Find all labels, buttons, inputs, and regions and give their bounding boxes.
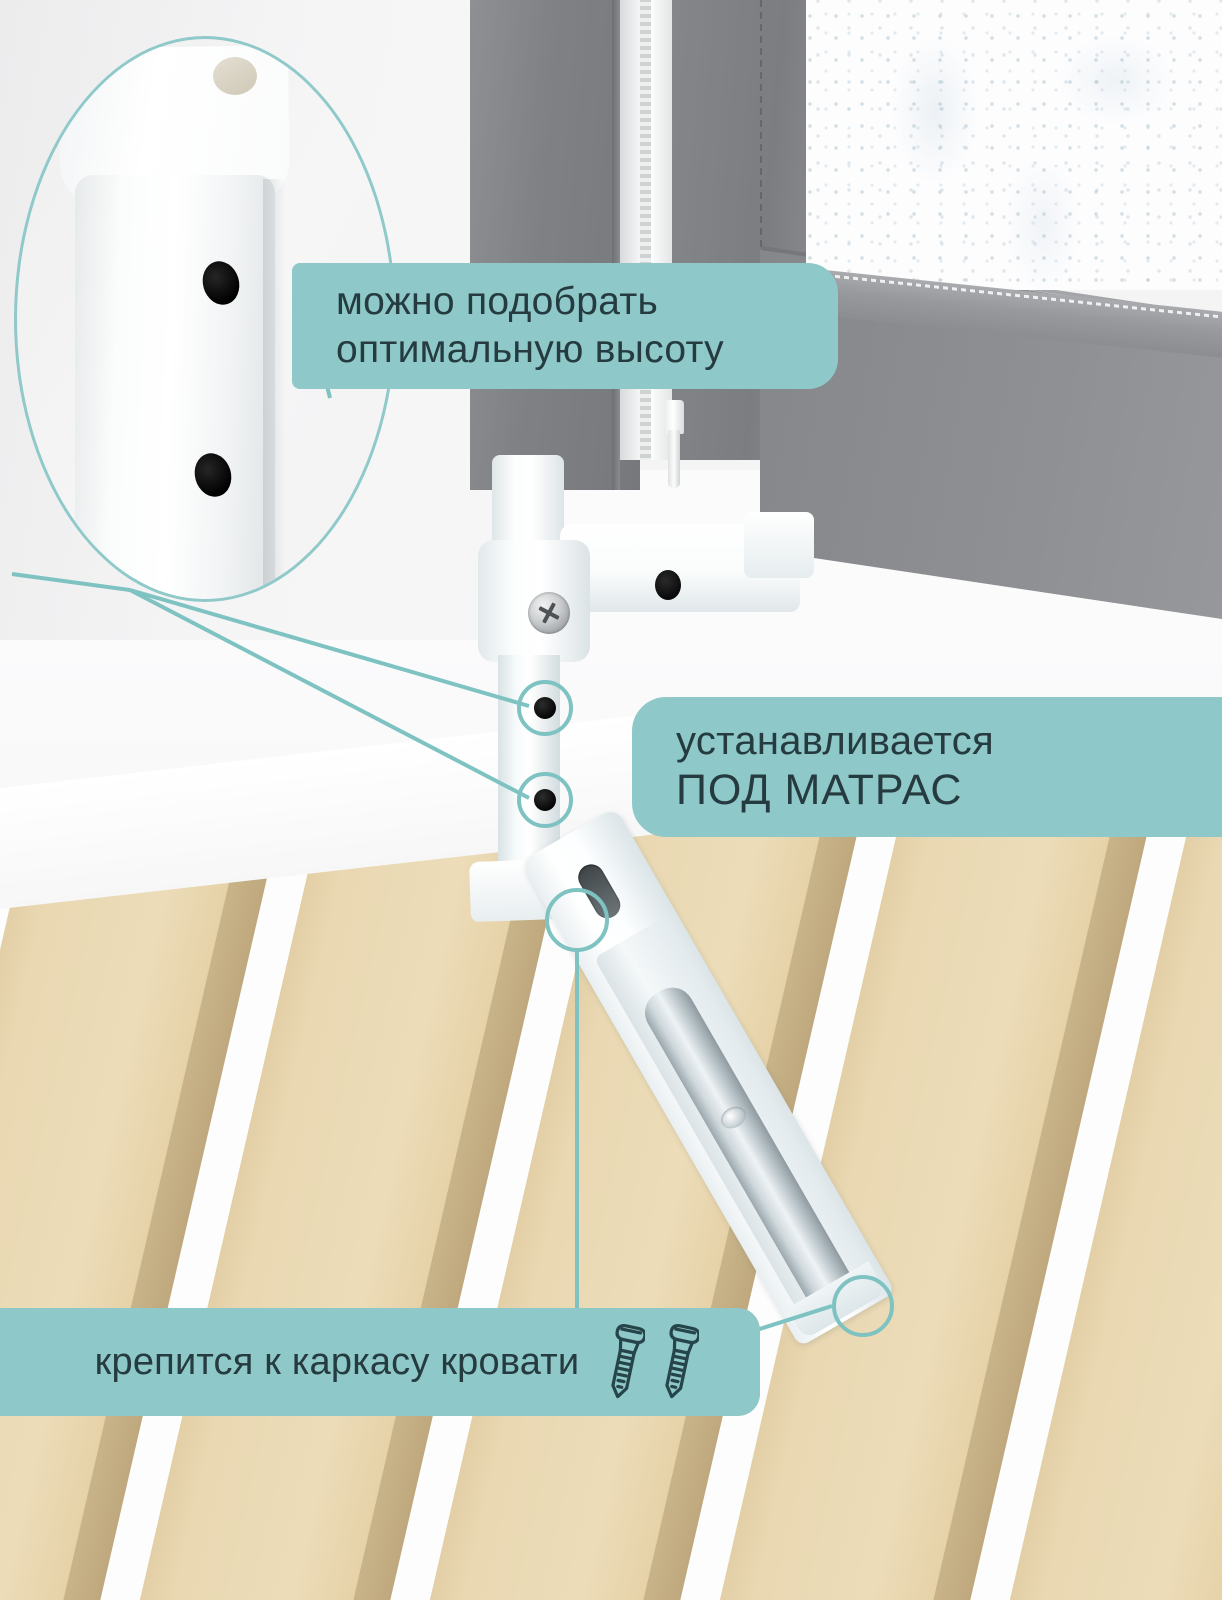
label-mattress-line-2: ПОД МАТРАС — [676, 766, 963, 815]
label-height-line-1: можно подобрать — [336, 280, 659, 324]
screw-icon — [665, 1324, 700, 1399]
screw-icons-group — [601, 1321, 700, 1403]
quilted-mattress — [806, 0, 1222, 290]
zipper-pull-icon — [660, 400, 686, 490]
magnifier-circle-icon — [14, 36, 396, 602]
label-frame-text: крепится к каркасу кровати — [94, 1340, 580, 1383]
callout-label-bed-frame: крепится к каркасу кровати — [0, 1308, 760, 1416]
label-mattress-line-1: устанавливается — [676, 719, 995, 764]
callout-adjustment-hole-lower — [517, 772, 573, 828]
callout-screw-point — [832, 1275, 894, 1337]
callout-mounting-slot — [545, 888, 609, 952]
callout-label-under-mattress: устанавливается ПОД МАТРАС — [632, 697, 1222, 837]
screw-icon — [611, 1324, 646, 1399]
rail-joint-arm-cap — [744, 512, 814, 578]
label-height-line-2: оптимальную высоту — [336, 328, 724, 371]
callout-adjustment-hole-upper — [517, 680, 573, 736]
zipper-teeth — [640, 0, 651, 460]
rail-fabric-stitching — [760, 0, 762, 460]
rail-fabric-left — [470, 0, 640, 490]
phillips-screw-icon — [528, 592, 570, 634]
rail-fabric-seam — [612, 0, 620, 490]
callout-label-height: можно подобрать оптимальную высоту — [292, 263, 838, 389]
joint-arm-hole — [655, 570, 681, 600]
